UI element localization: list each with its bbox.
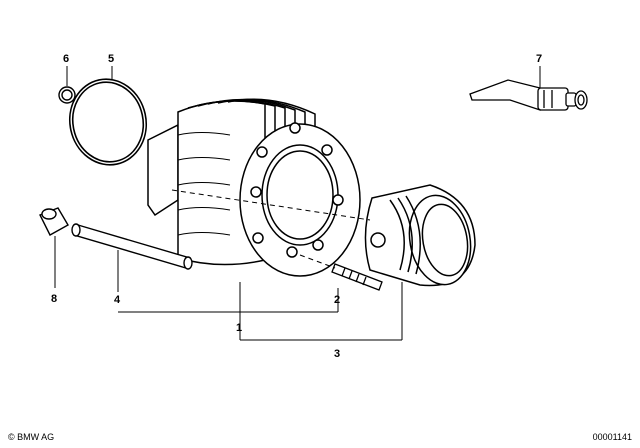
- callout-2: 2: [334, 294, 340, 306]
- part-small-ring: [58, 86, 76, 104]
- copyright-label: © BMW AG: [8, 432, 55, 442]
- part-cylinder: [147, 98, 361, 277]
- part-piston: [364, 184, 476, 287]
- callout-6: 6: [63, 53, 69, 65]
- callout-5: 5: [108, 53, 114, 65]
- part-sealant-tube: [469, 79, 588, 111]
- callout-8: 8: [51, 293, 57, 305]
- part-sleeve-nut: [39, 207, 69, 236]
- document-number: 00001141: [592, 432, 632, 442]
- callout-4: 4: [114, 294, 121, 306]
- callout-1: 1: [236, 322, 242, 334]
- assembly-centerline: [171, 189, 371, 269]
- part-long-stud: [71, 223, 193, 270]
- part-large-o-ring: [68, 78, 148, 166]
- leader-lines: [54, 66, 541, 341]
- callout-3: 3: [334, 348, 340, 360]
- callout-7: 7: [536, 53, 542, 65]
- part-short-stud: [331, 263, 383, 291]
